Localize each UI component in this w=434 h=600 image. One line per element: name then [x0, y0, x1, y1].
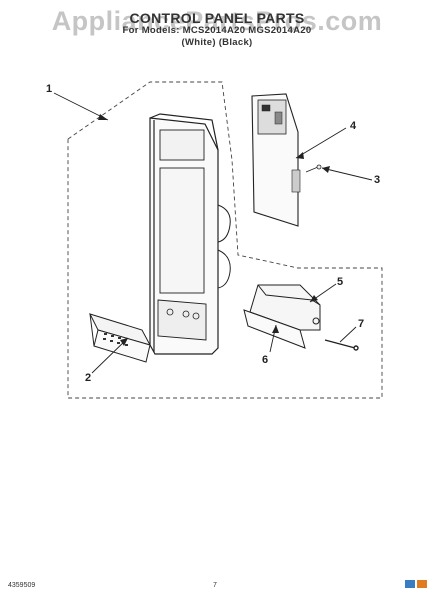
models-line: For Models: MCS2014A20 MGS2014A20 [122, 25, 312, 36]
lever-rod [324, 339, 359, 351]
screw [305, 164, 322, 173]
doc-number: 4359509 [8, 582, 36, 589]
variants-line: (White) (Black) [181, 37, 253, 48]
callout-leaders [53, 92, 373, 374]
callout-6: 6 [262, 354, 269, 366]
control-panel-frame [149, 113, 231, 355]
button-keypad [89, 313, 151, 363]
callout-7: 7 [358, 318, 365, 330]
callout-2: 2 [85, 372, 92, 384]
callout-5: 5 [337, 276, 344, 288]
callout-4: 4 [350, 120, 357, 132]
callout-1: 1 [46, 83, 53, 95]
assembly-dashed-boundary [67, 81, 383, 399]
latch-bracket [243, 284, 321, 349]
page-title: CONTROL PANEL PARTS [129, 10, 305, 26]
page-number: 7 [213, 582, 217, 589]
circuit-board [251, 93, 301, 227]
watermark: AppliancePartsPros.com [51, 6, 383, 36]
footer-logo-icon [405, 580, 427, 588]
callout-3: 3 [374, 174, 381, 186]
callout-arrowheads [98, 114, 330, 346]
